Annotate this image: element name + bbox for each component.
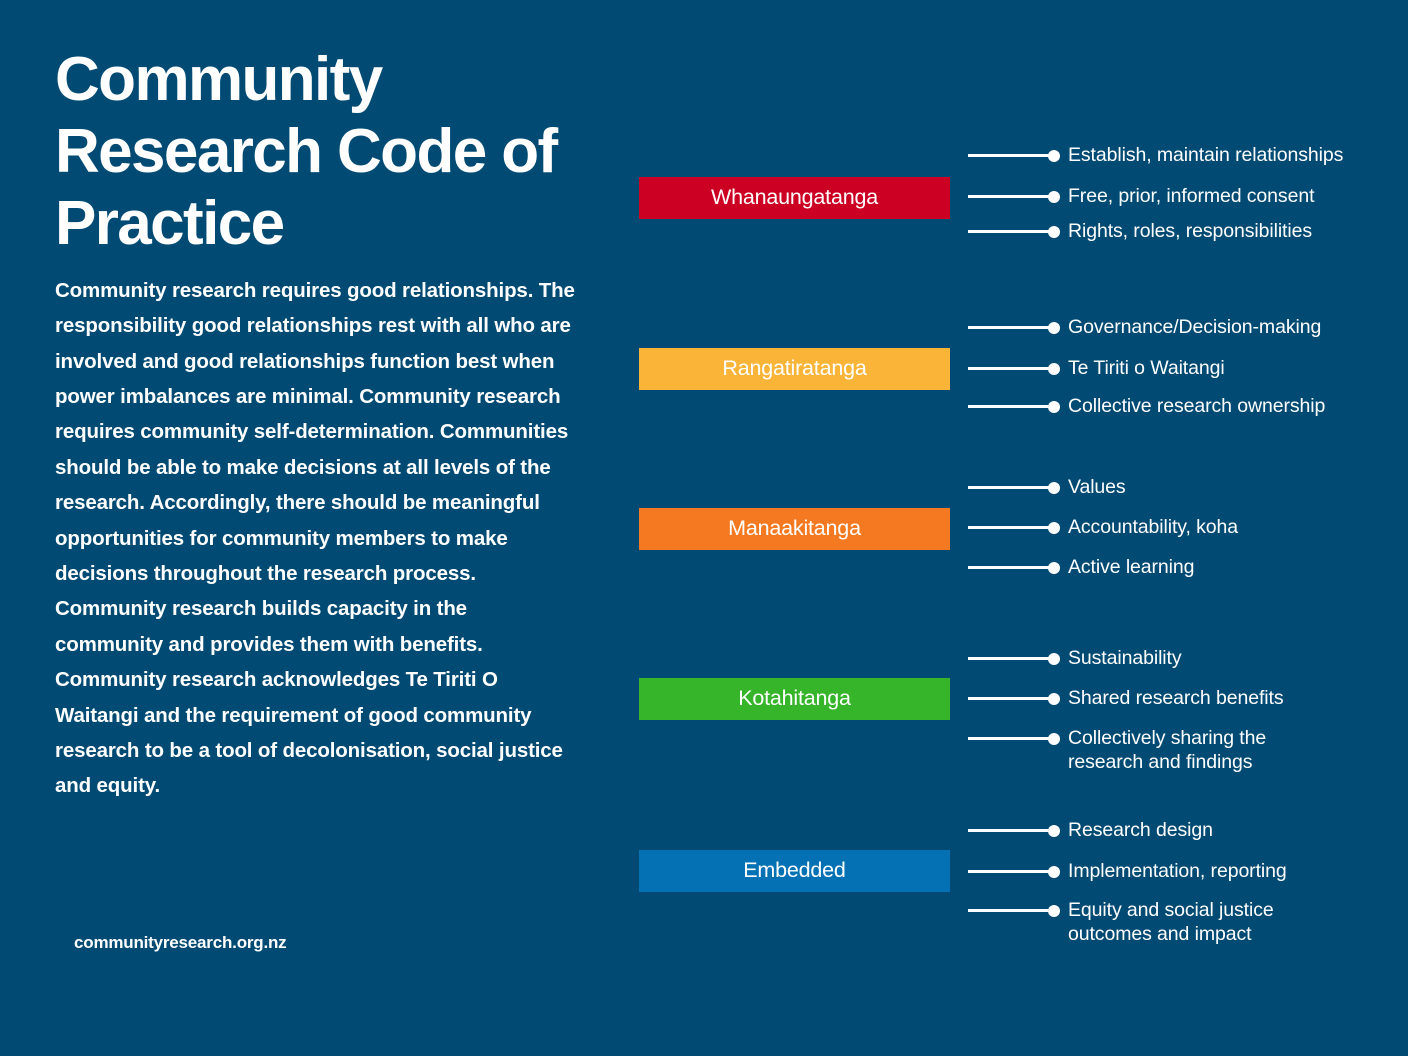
principles-column: Whanaungatanga Establish, maintain relati… bbox=[639, 0, 1399, 1056]
connector-dot-icon bbox=[1048, 865, 1060, 878]
connector-line-dot-icon bbox=[968, 727, 1068, 750]
connector-dot-icon bbox=[1048, 904, 1060, 917]
connector-line bbox=[968, 486, 1054, 489]
connector-line-dot-icon bbox=[968, 316, 1068, 339]
principle-bar-label: Kotahitanga bbox=[738, 686, 851, 711]
connector-line-dot-icon bbox=[968, 687, 1068, 710]
connector-line-dot-icon bbox=[968, 860, 1068, 883]
connector-dot-icon bbox=[1048, 225, 1060, 238]
principle-bar-whanaungatanga[interactable]: Whanaungatanga bbox=[639, 177, 950, 219]
principle-detail-label: Active learning bbox=[1068, 556, 1195, 578]
connector-line bbox=[968, 326, 1054, 329]
principle-detail-label: Te Tiriti o Waitangi bbox=[1068, 357, 1225, 379]
principle-bar-manaakitanga[interactable]: Manaakitanga bbox=[639, 508, 950, 550]
principle-detail-item: Te Tiriti o Waitangi bbox=[968, 357, 1398, 380]
principle-detail-label: Free, prior, informed consent bbox=[1068, 185, 1315, 207]
principle-detail-item: Shared research benefits bbox=[968, 687, 1398, 710]
connector-line bbox=[968, 367, 1054, 370]
principle-detail-label: Establish, maintain relationships bbox=[1068, 144, 1344, 166]
principle-detail-item: Equity and social justice outcomes and i… bbox=[968, 899, 1398, 946]
connector-line-dot-icon bbox=[968, 185, 1068, 208]
connector-dot-icon bbox=[1048, 400, 1060, 413]
connector-line bbox=[968, 526, 1054, 529]
principle-detail-item: Collectively sharing the research and fi… bbox=[968, 727, 1398, 774]
principle-detail-item: Implementation, reporting bbox=[968, 860, 1398, 883]
connector-line bbox=[968, 870, 1054, 873]
connector-dot-icon bbox=[1048, 481, 1060, 494]
connector-line bbox=[968, 230, 1054, 233]
connector-line-dot-icon bbox=[968, 899, 1068, 922]
connector-dot-icon bbox=[1048, 321, 1060, 334]
connector-line bbox=[968, 829, 1054, 832]
principle-bar-embedded[interactable]: Embedded bbox=[639, 850, 950, 892]
principle-detail-label: Research design bbox=[1068, 819, 1213, 841]
principle-detail-label: Shared research benefits bbox=[1068, 687, 1284, 709]
connector-line bbox=[968, 657, 1054, 660]
connector-line-dot-icon bbox=[968, 819, 1068, 842]
connector-dot-icon bbox=[1048, 149, 1060, 162]
principle-detail-item: Rights, roles, responsibilities bbox=[968, 220, 1398, 243]
principle-detail-label: Values bbox=[1068, 476, 1126, 498]
connector-dot-icon bbox=[1048, 362, 1060, 375]
connector-line bbox=[968, 697, 1054, 700]
principle-bar-rangatiratanga[interactable]: Rangatiratanga bbox=[639, 348, 950, 390]
connector-line-dot-icon bbox=[968, 395, 1068, 418]
principle-bar-label: Embedded bbox=[743, 858, 846, 883]
connector-line-dot-icon bbox=[968, 556, 1068, 579]
connector-line bbox=[968, 737, 1054, 740]
connector-dot-icon bbox=[1048, 561, 1060, 574]
principle-bar-kotahitanga[interactable]: Kotahitanga bbox=[639, 678, 950, 720]
principle-detail-label: Rights, roles, responsibilities bbox=[1068, 220, 1313, 242]
page-title: Community Research Code of Practice bbox=[55, 45, 558, 258]
principle-detail-item: Sustainability bbox=[968, 647, 1398, 670]
connector-line-dot-icon bbox=[968, 357, 1068, 380]
connector-line-dot-icon bbox=[968, 144, 1068, 167]
connector-line bbox=[968, 909, 1054, 912]
connector-dot-icon bbox=[1048, 521, 1060, 534]
connector-line bbox=[968, 566, 1054, 569]
left-text-column: Community Research Code of Practice Comm… bbox=[55, 44, 595, 804]
principle-bar-label: Manaakitanga bbox=[728, 516, 861, 541]
principle-bar-label: Whanaungatanga bbox=[711, 185, 878, 210]
connector-line bbox=[968, 195, 1054, 198]
connector-dot-icon bbox=[1048, 190, 1060, 203]
principle-bar-label: Rangatiratanga bbox=[722, 356, 867, 381]
connector-line bbox=[968, 405, 1054, 408]
principle-detail-item: Collective research ownership bbox=[968, 395, 1398, 418]
principle-detail-item: Governance/Decision-making bbox=[968, 316, 1398, 339]
connector-dot-icon bbox=[1048, 692, 1060, 705]
principle-detail-item: Values bbox=[968, 476, 1398, 499]
connector-dot-icon bbox=[1048, 732, 1060, 745]
principle-detail-item: Establish, maintain relationships bbox=[968, 144, 1398, 167]
principle-detail-label: Collective research ownership bbox=[1068, 395, 1326, 417]
principle-detail-label: Sustainability bbox=[1068, 647, 1182, 669]
principle-detail-item: Research design bbox=[968, 819, 1398, 842]
connector-line-dot-icon bbox=[968, 516, 1068, 539]
connector-line-dot-icon bbox=[968, 220, 1068, 243]
connector-line-dot-icon bbox=[968, 647, 1068, 670]
connector-dot-icon bbox=[1048, 824, 1060, 837]
connector-line bbox=[968, 154, 1054, 157]
principle-detail-label: Equity and social justice outcomes and i… bbox=[1068, 899, 1274, 945]
principle-detail-item: Active learning bbox=[968, 556, 1398, 579]
connector-line-dot-icon bbox=[968, 476, 1068, 499]
principle-detail-label: Accountability, koha bbox=[1068, 516, 1238, 538]
principle-detail-label: Governance/Decision-making bbox=[1068, 316, 1322, 338]
principle-detail-label: Implementation, reporting bbox=[1068, 860, 1287, 882]
intro-paragraph: Community research requires good relatio… bbox=[55, 278, 575, 798]
website-url[interactable]: communityresearch.org.nz bbox=[74, 933, 287, 952]
principle-detail-item: Accountability, koha bbox=[968, 516, 1398, 539]
connector-dot-icon bbox=[1048, 652, 1060, 665]
principle-detail-label: Collectively sharing the research and fi… bbox=[1068, 727, 1267, 773]
principle-detail-item: Free, prior, informed consent bbox=[968, 185, 1398, 208]
